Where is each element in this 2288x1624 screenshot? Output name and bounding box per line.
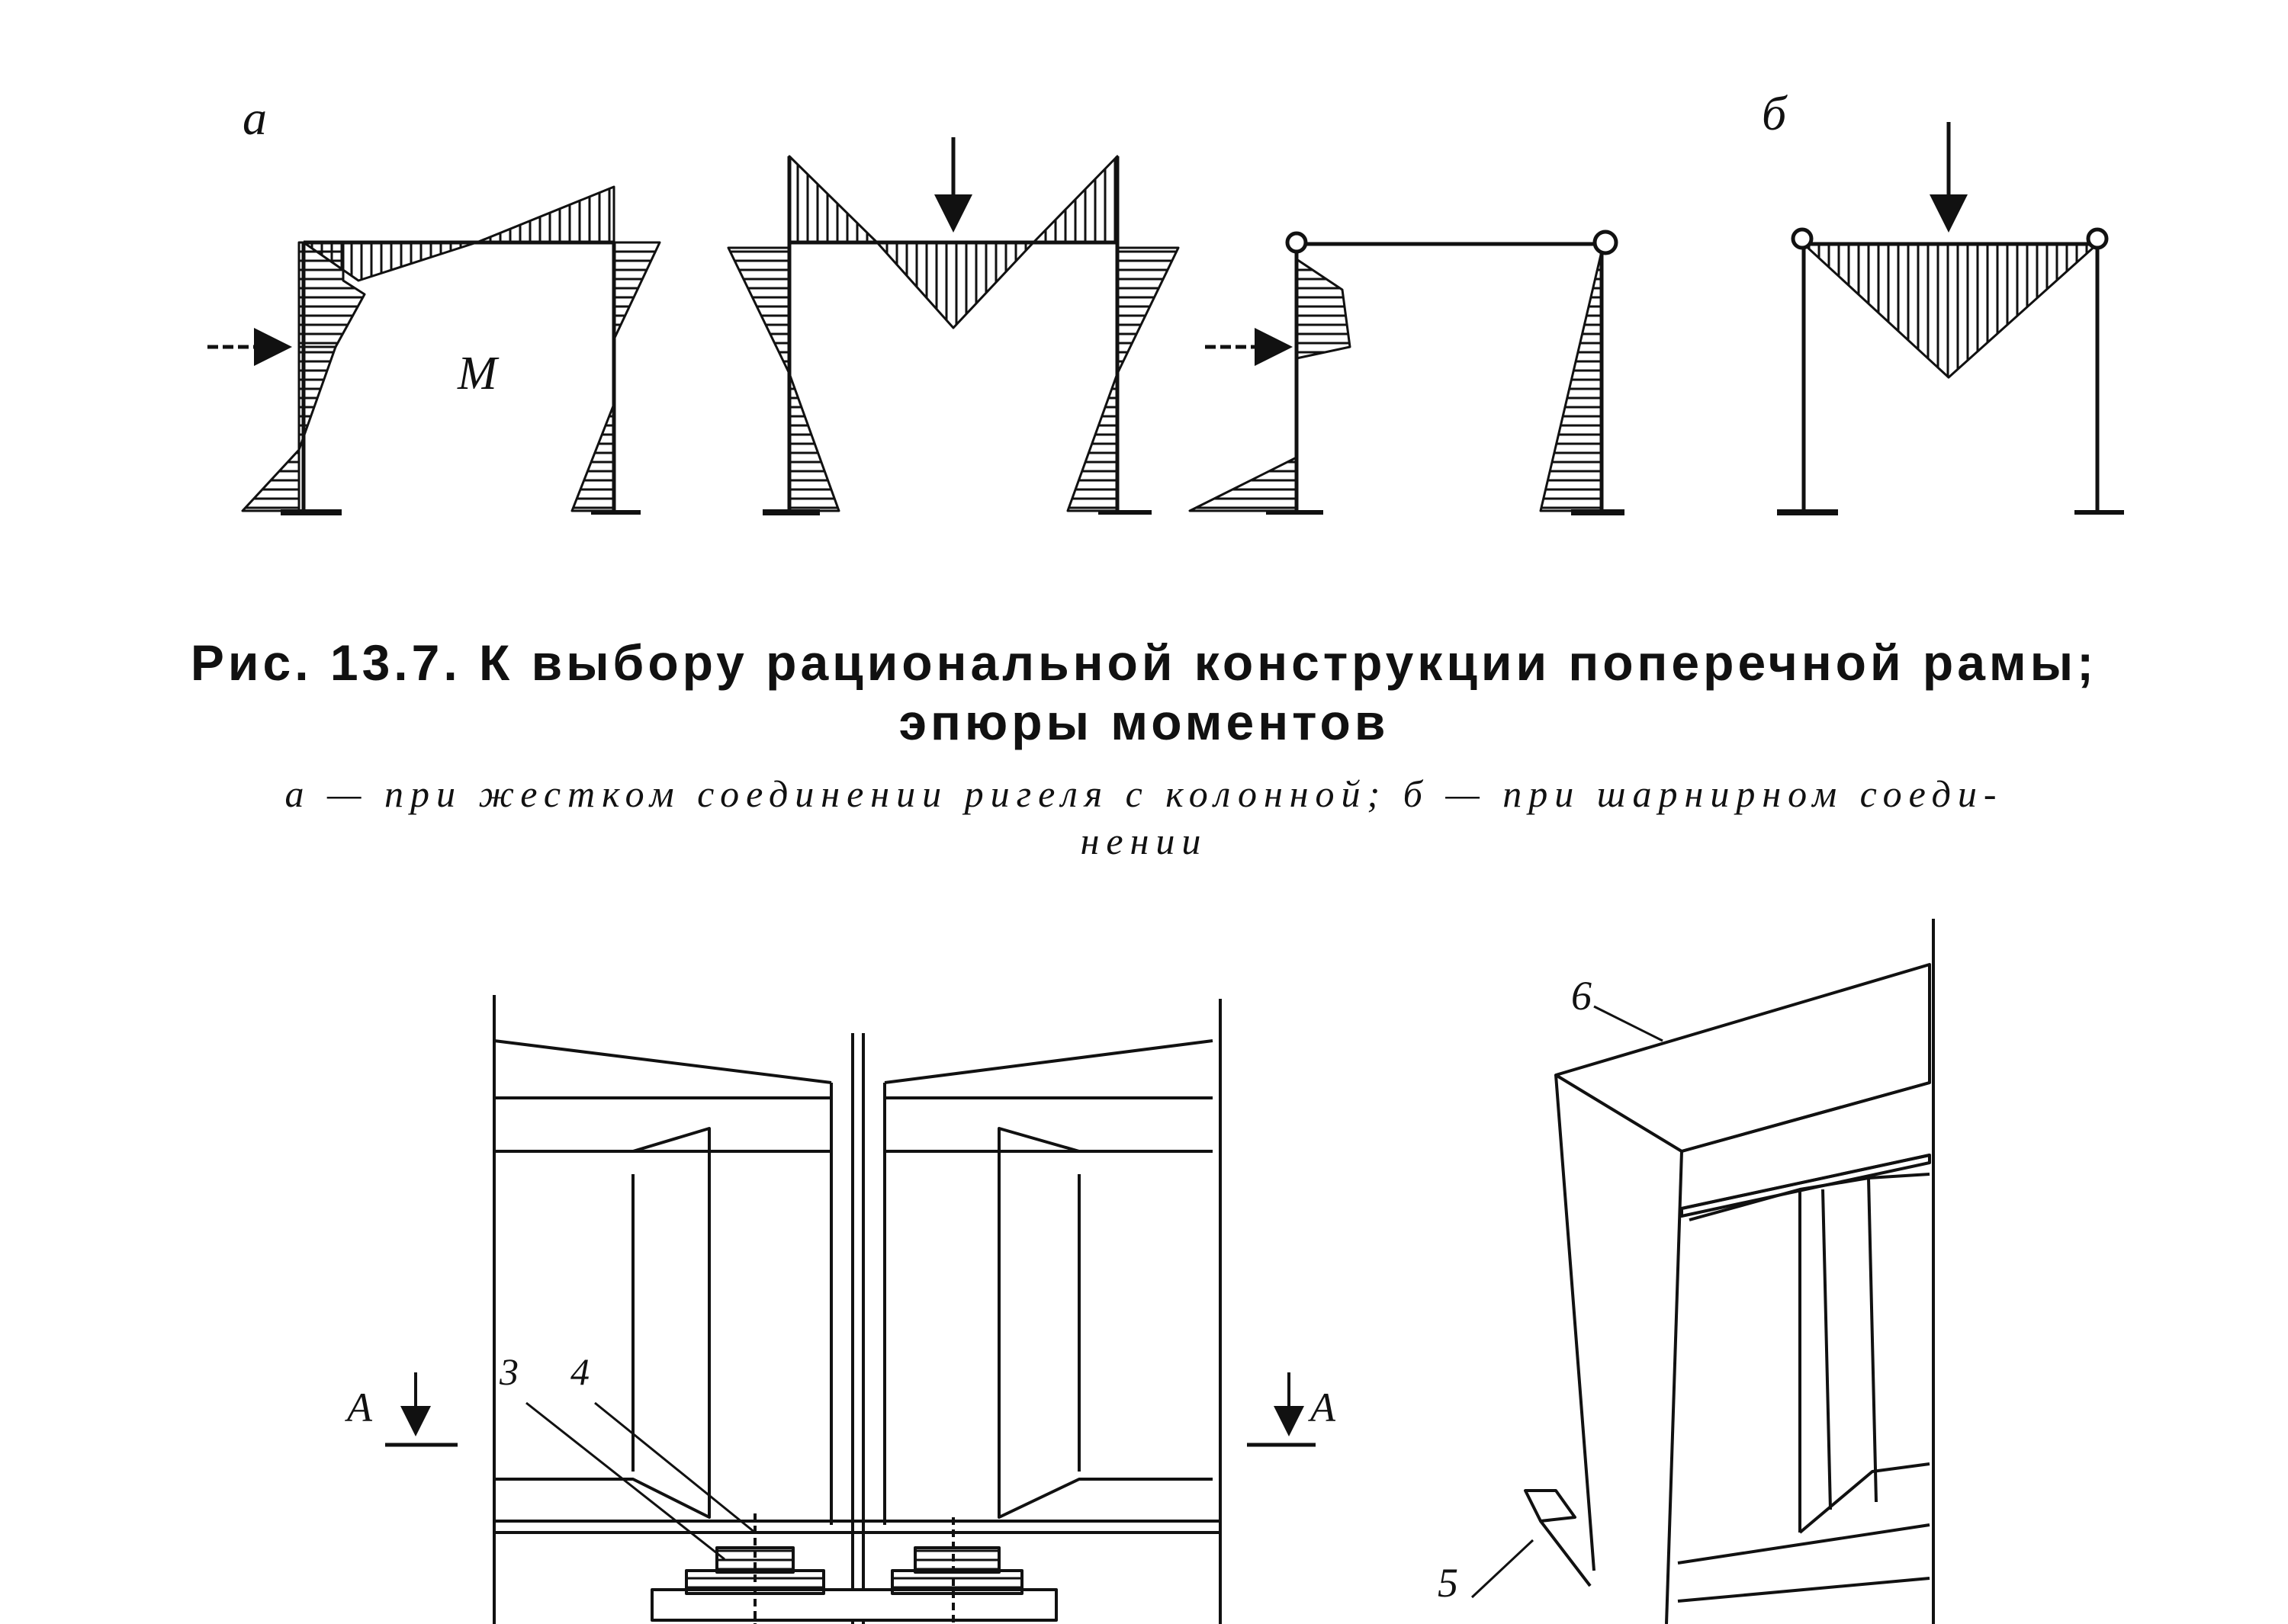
panel-label-a: а — [243, 91, 267, 145]
section-label-right: А — [1310, 1385, 1335, 1430]
part-label-4: 4 — [570, 1350, 590, 1393]
figure-caption-title: Рис. 13.7. К выбору рациональной констру… — [0, 633, 2288, 752]
joint-perspective-drawing — [1470, 919, 1935, 1624]
figure-caption-subtitle: а — при жестком соединении ригеля с коло… — [0, 770, 2288, 865]
part-label-5: 5 — [1438, 1560, 1458, 1606]
panel-label-b: б — [1762, 86, 1787, 140]
moment-label: М — [458, 348, 497, 400]
part-label-3: 3 — [500, 1350, 519, 1393]
caption-title-line1: Рис. 13.7. К выбору рациональной констру… — [190, 634, 2098, 691]
frame-a-vertical-load — [727, 137, 1180, 515]
caption-title-line2: эпюры моментов — [898, 694, 1390, 750]
caption-sub-line2: нении — [1080, 820, 1208, 862]
frame-b-vertical-load — [1777, 122, 2124, 515]
section-label-left: А — [347, 1385, 372, 1430]
joint-elevation-drawing — [385, 995, 1316, 1624]
caption-sub-line1: а — при жестком соединении ригеля с коло… — [284, 772, 2004, 815]
frame-a-horizontal-load — [207, 185, 661, 515]
frame-b-horizontal-load — [1188, 229, 1624, 515]
part-label-6: 6 — [1571, 973, 1592, 1019]
